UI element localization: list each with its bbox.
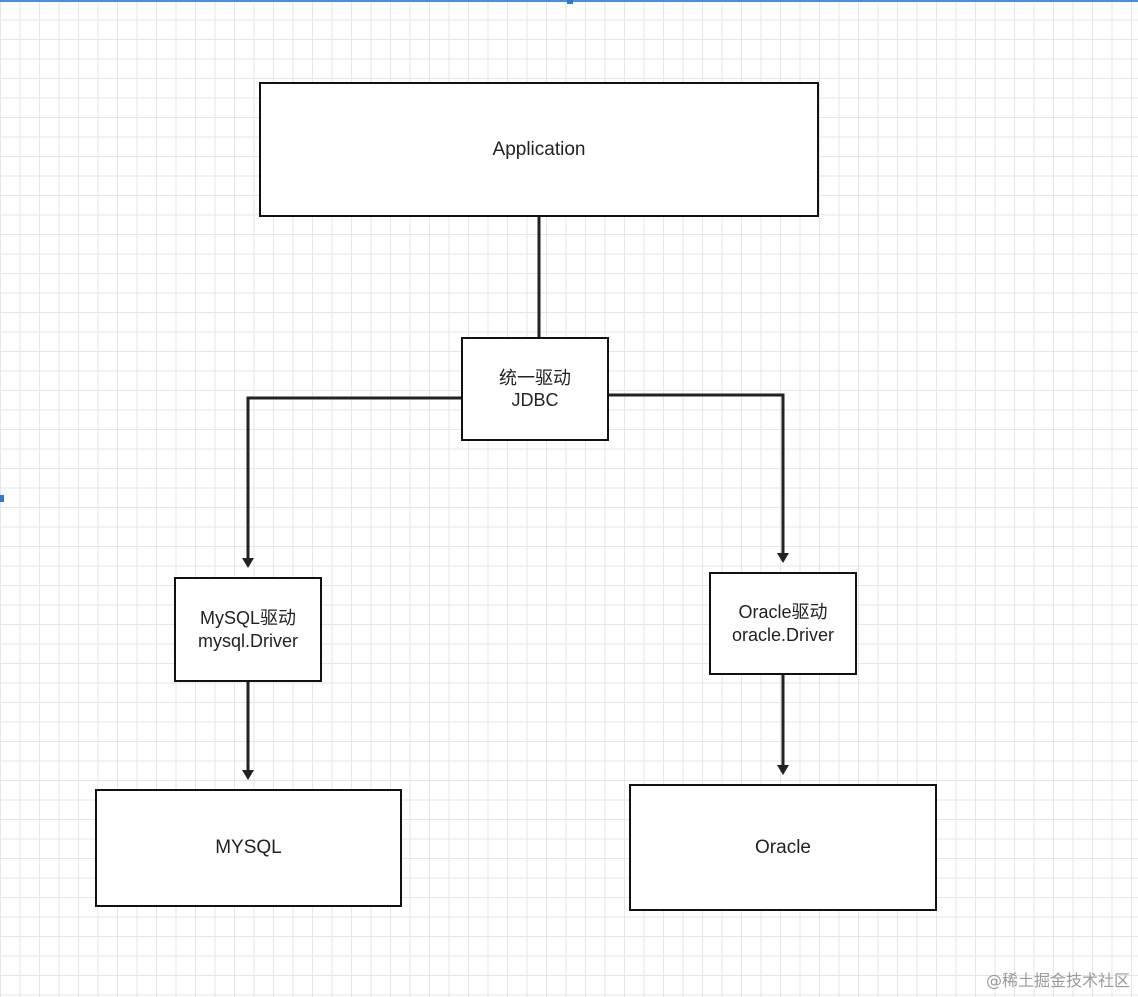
node-oracle-driver-title: Oracle驱动: [738, 602, 828, 622]
node-jdbc-title: 统一驱动: [499, 367, 571, 388]
selection-handle-top[interactable]: [567, 0, 573, 4]
node-oracle-driver-subtitle: oracle.Driver: [731, 624, 835, 645]
node-jdbc-subtitle: JDBC: [511, 390, 559, 410]
node-oracle[interactable]: Oracle: [629, 784, 937, 911]
edge-jdbc-mysql-driver[interactable]: [242, 396, 461, 568]
edge-jdbc-oracle-driver[interactable]: [609, 393, 789, 563]
node-mysql-driver-title: MySQL驱动: [199, 608, 296, 628]
node-mysql[interactable]: MYSQL: [95, 789, 402, 907]
selection-handle-left[interactable]: [0, 495, 4, 502]
node-oracle-driver[interactable]: Oracle驱动 oracle.Driver: [709, 572, 857, 675]
watermark: @稀土掘金技术社区: [985, 971, 1130, 990]
node-application-label: Application: [492, 138, 586, 160]
node-application[interactable]: Application: [259, 82, 819, 217]
node-mysql-label: MYSQL: [215, 837, 282, 859]
node-mysql-driver-subtitle: mysql.Driver: [197, 630, 298, 651]
node-mysql-driver[interactable]: MySQL驱动 mysql.Driver: [174, 577, 322, 682]
node-oracle-label: Oracle: [755, 836, 811, 858]
node-jdbc[interactable]: 统一驱动 JDBC: [461, 337, 609, 441]
